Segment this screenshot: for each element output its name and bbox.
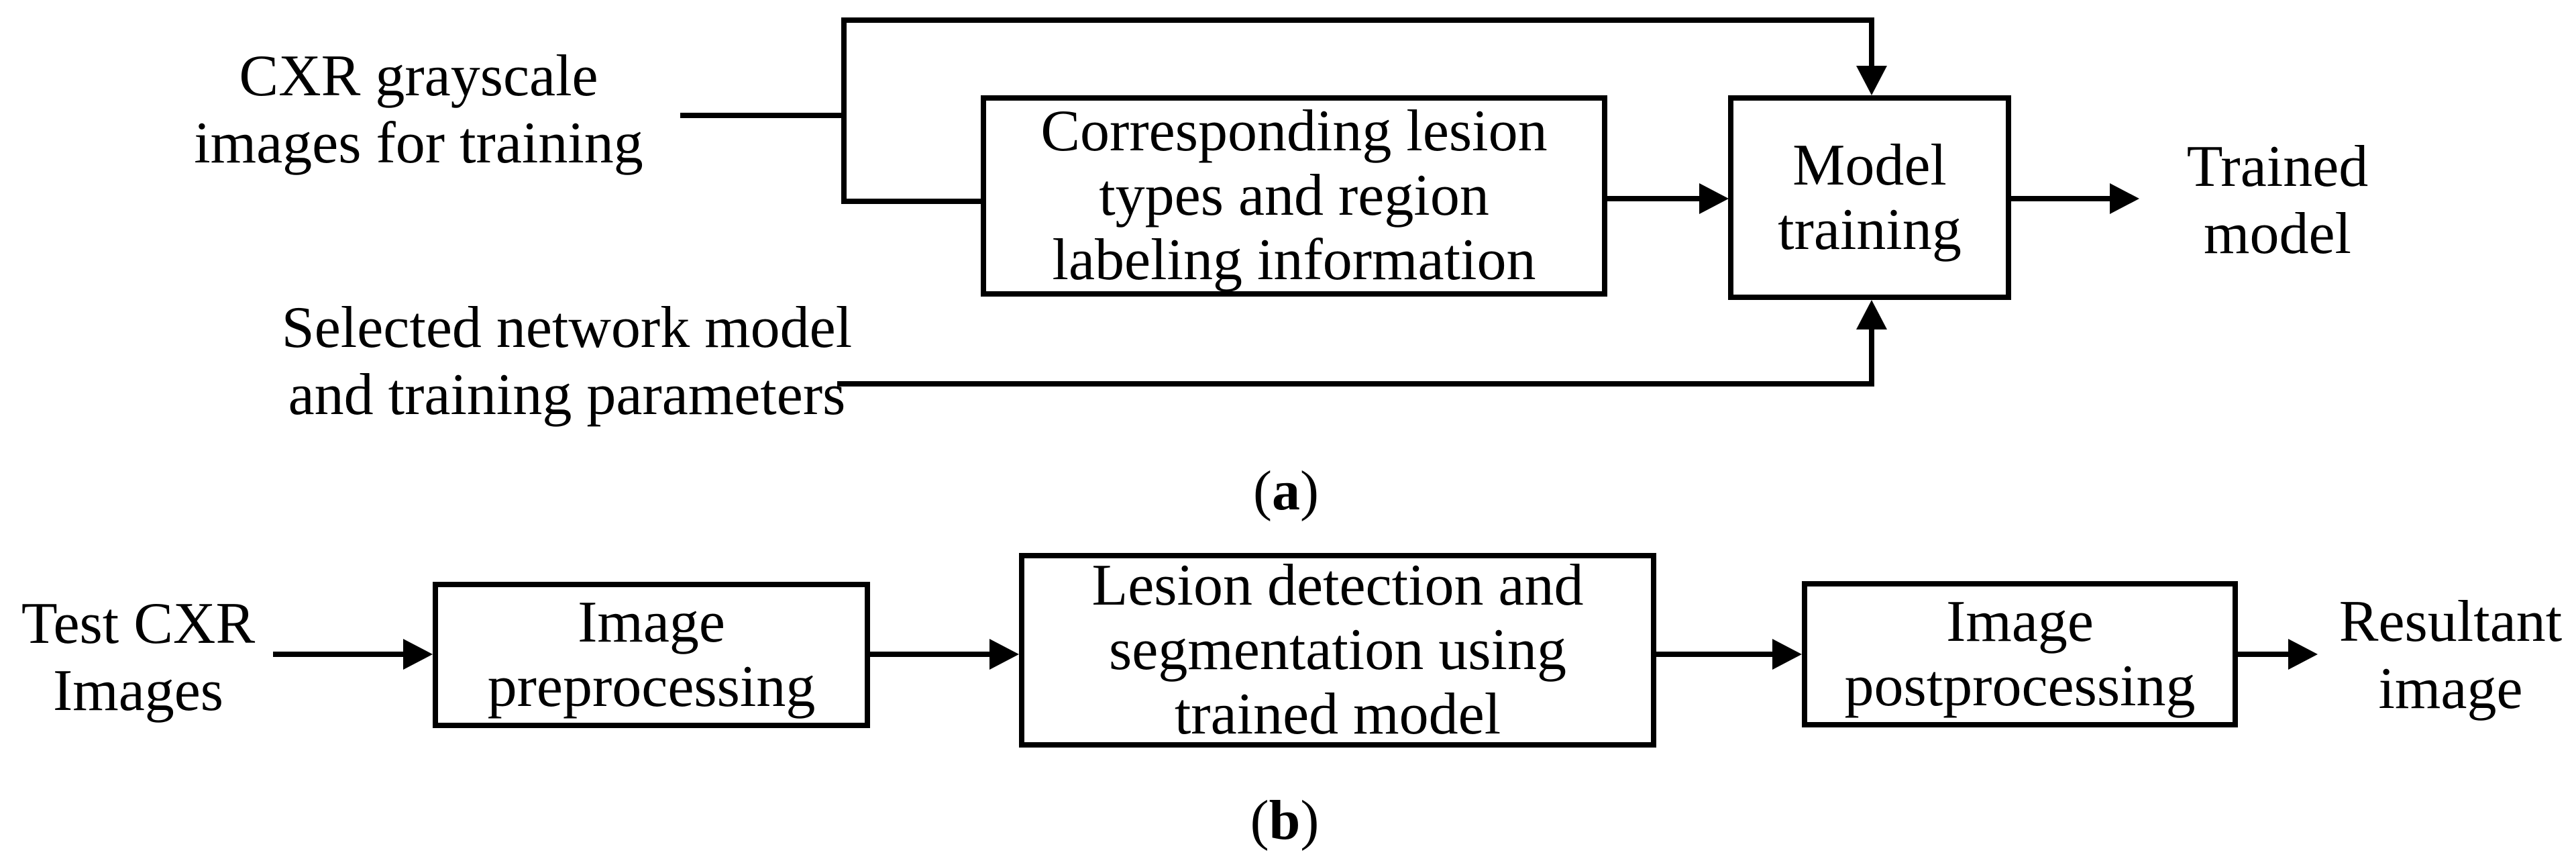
box-image-postprocessing: Image postprocessing [1802,581,2238,727]
connector-postprocessing-to-result-shaft [2238,652,2290,657]
label-resultant-image-line2: image [2378,656,2523,721]
arrowhead-right-into-postprocessing [1772,639,1802,670]
box-model-training-line1: Model [1792,132,1947,198]
label-test-cxr-images: Test CXR Images [21,591,255,725]
caption-panel-a-open-paren: ( [1253,460,1272,522]
box-lesion-labeling-info: Corresponding lesion types and region la… [981,95,1607,297]
connector-model-to-trained-shaft [2011,196,2110,201]
connector-cxr-stub [680,113,847,118]
connector-top-rail [841,17,1874,23]
label-cxr-training-images: CXR grayscale images for training [194,43,643,177]
box-lesion-labeling-info-line3: labeling information [1052,227,1536,293]
caption-panel-b-close-paren: ) [1300,789,1320,852]
box-model-training-line2: training [1778,197,1962,262]
label-resultant-image: Resultant image [2339,589,2562,723]
box-model-training: Model training [1728,95,2011,300]
label-trained-model-line1: Trained [2186,134,2369,199]
box-image-postprocessing-line1: Image [1946,589,2094,654]
label-trained-model: Trained model [2187,134,2369,268]
caption-panel-b: (b) [1250,790,1320,851]
label-cxr-training-images-line2: images for training [194,111,643,176]
box-image-preprocessing: Image preprocessing [433,582,870,728]
label-test-cxr-images-line2: Images [52,658,224,723]
box-image-preprocessing-line1: Image [578,590,725,655]
connector-lesion-to-model-shaft [1607,196,1701,201]
arrowhead-up-into-model-training [1856,300,1887,329]
label-trained-model-line2: model [2204,201,2351,266]
connector-junction-vertical [841,17,847,204]
box-lesion-labeling-info-line1: Corresponding lesion [1040,99,1548,164]
arrowhead-right-to-resultant-image [2288,639,2318,670]
arrowhead-right-into-detection [989,639,1019,670]
connector-top-drop [1869,17,1874,68]
arrowhead-right-into-model-training [1699,183,1729,214]
caption-panel-a-close-paren: ) [1300,460,1319,522]
connector-bottom-rise [1869,328,1874,387]
label-resultant-image-line1: Resultant [2339,589,2563,654]
connector-test-to-preprocessing-shaft [273,652,405,657]
caption-panel-a: (a) [1253,461,1319,521]
arrowhead-right-into-preprocessing [403,639,433,670]
label-network-and-parameters: Selected network model and training para… [282,295,852,429]
arrowhead-down-into-model-training [1856,66,1887,95]
connector-bottom-rail [837,381,1874,387]
box-lesion-labeling-info-line2: types and region [1099,163,1489,228]
label-cxr-training-images-line1: CXR grayscale [239,44,598,109]
label-test-cxr-images-line1: Test CXR [21,591,256,656]
caption-panel-b-letter: b [1269,789,1301,852]
arrowhead-right-to-trained-model [2110,183,2139,214]
box-lesion-detection-segmentation-line2: segmentation using [1109,617,1566,682]
connector-preprocessing-to-detection-shaft [870,652,991,657]
box-lesion-detection-segmentation-line1: Lesion detection and [1091,553,1584,618]
caption-panel-b-open-paren: ( [1250,789,1269,852]
box-lesion-detection-segmentation: Lesion detection and segmentation using … [1019,553,1656,748]
label-network-and-parameters-line2: and training parameters [288,362,846,427]
connector-lower-branch [841,199,985,204]
box-image-preprocessing-line2: preprocessing [487,654,816,719]
box-lesion-detection-segmentation-line3: trained model [1174,682,1501,747]
box-image-postprocessing-line2: postprocessing [1844,654,2196,719]
caption-panel-a-letter: a [1272,460,1300,522]
connector-detection-to-postprocessing-shaft [1656,652,1774,657]
label-network-and-parameters-line1: Selected network model [281,295,853,360]
